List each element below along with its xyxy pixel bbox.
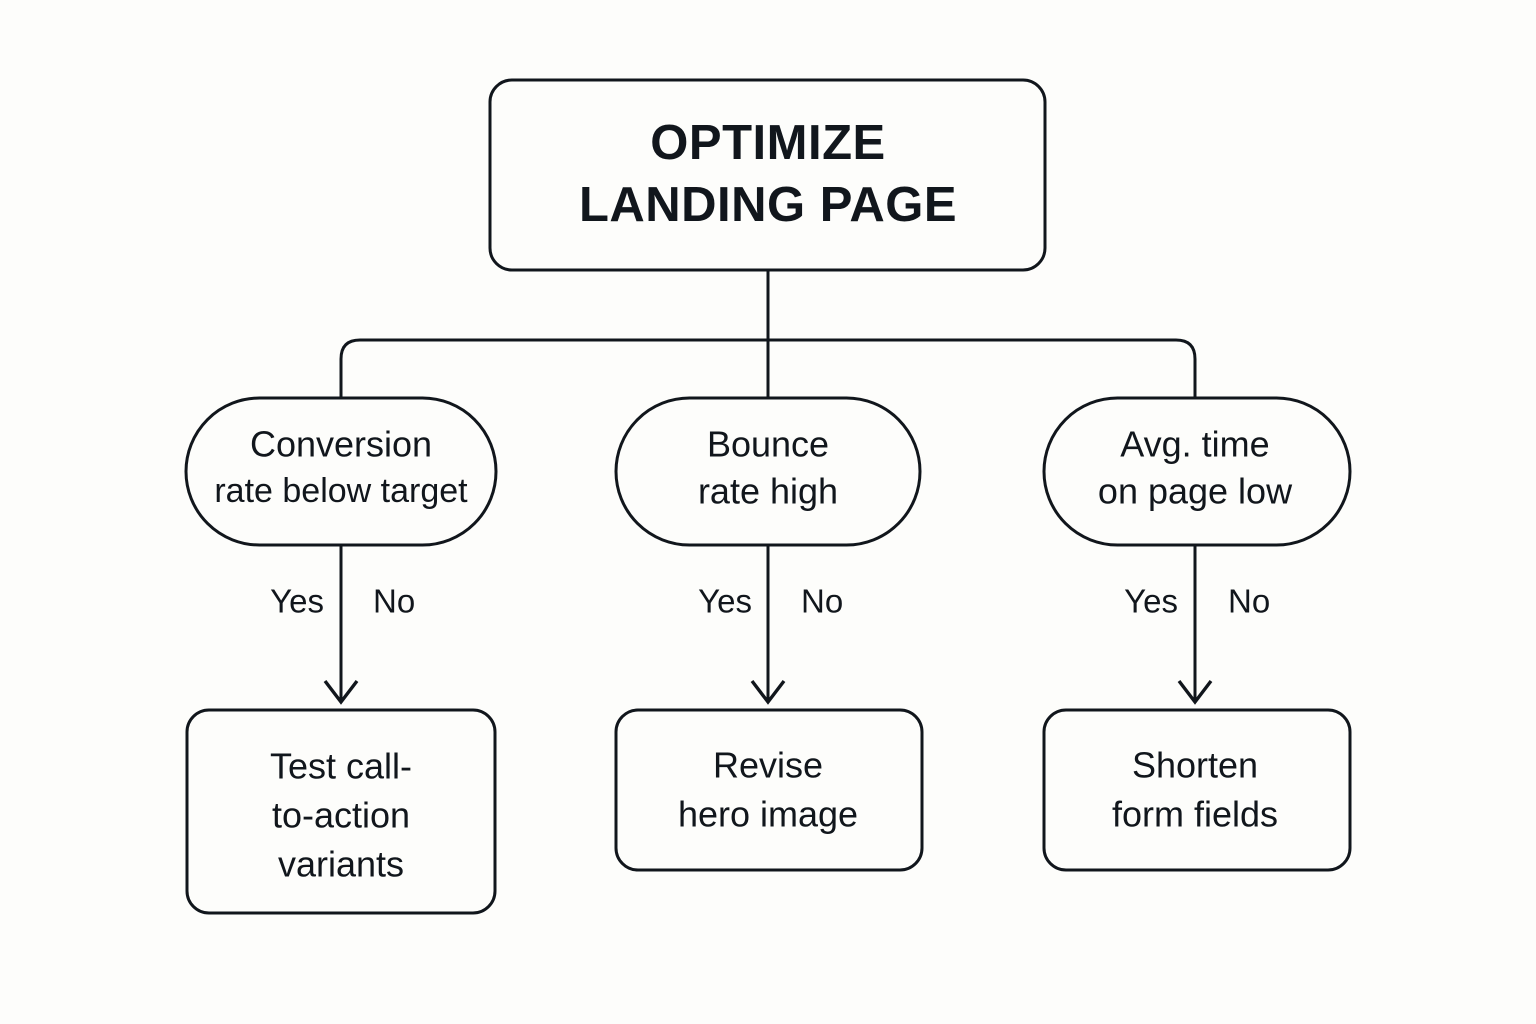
root-label-line2: LANDING PAGE — [579, 178, 957, 232]
cta-variants-label-line2: to-action — [272, 795, 410, 836]
connector-bus-left — [339, 338, 768, 398]
edge-label-avgtime-yes: Yes — [1124, 583, 1178, 620]
arrowhead-avgtime — [1177, 679, 1213, 705]
edge-label-avgtime-no: No — [1228, 583, 1270, 620]
bounce-pill-shape — [614, 396, 922, 547]
avgtime-label-line2: on page low — [1098, 471, 1293, 512]
shorten-form-label-line1: Shorten — [1132, 745, 1258, 786]
node-decision-conversion-rate[interactable]: Conversion rate below target — [184, 396, 498, 547]
edge-label-conversion-no: No — [373, 583, 415, 620]
root-box-shape — [488, 78, 1047, 272]
revise-hero-label-line2: hero image — [678, 794, 858, 835]
connector-bus-right — [768, 338, 1197, 398]
cta-variants-box-shape — [185, 708, 497, 915]
arrowhead-conversion — [323, 679, 359, 705]
conversion-label-line1: Conversion — [250, 424, 432, 465]
revise-hero-box-shape — [614, 708, 924, 872]
bounce-label-line2: rate high — [698, 471, 838, 512]
connector-group — [323, 270, 1213, 705]
cta-variants-label-line3: variants — [278, 844, 404, 885]
revise-hero-label-line1: Revise — [713, 745, 823, 786]
edge-label-bounce-yes: Yes — [698, 583, 752, 620]
node-decision-bounce-rate[interactable]: Bounce rate high — [614, 396, 922, 547]
shorten-form-box-shape — [1042, 708, 1352, 872]
root-label-line1: OPTIMIZE — [650, 116, 885, 170]
edge-label-conversion-yes: Yes — [270, 583, 324, 620]
avgtime-pill-shape — [1042, 396, 1352, 547]
arrowhead-bounce — [750, 679, 786, 705]
cta-variants-label-line1: Test call- — [270, 746, 412, 787]
conversion-label-line2: rate below target — [214, 472, 468, 510]
node-action-test-cta-variants[interactable]: Test call- to-action variants — [185, 708, 497, 915]
node-root[interactable]: OPTIMIZE LANDING PAGE — [488, 78, 1047, 272]
node-decision-avg-time-on-page[interactable]: Avg. time on page low — [1042, 396, 1352, 547]
edge-label-bounce-no: No — [801, 583, 843, 620]
avgtime-label-line1: Avg. time — [1120, 424, 1269, 465]
bounce-label-line1: Bounce — [707, 424, 829, 465]
conversion-pill-shape — [184, 396, 498, 547]
node-action-revise-hero-image[interactable]: Revise hero image — [614, 708, 924, 872]
shorten-form-label-line2: form fields — [1112, 794, 1278, 835]
node-action-shorten-form-fields[interactable]: Shorten form fields — [1042, 708, 1352, 872]
